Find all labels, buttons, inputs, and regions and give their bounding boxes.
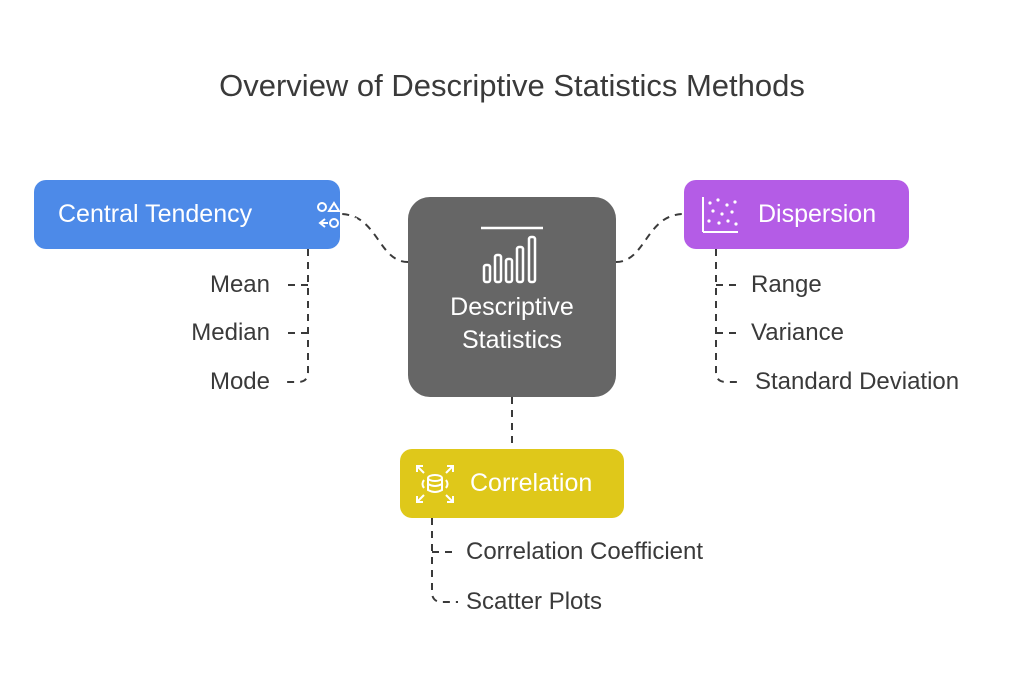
item-mean: Mean <box>209 271 270 298</box>
shapes-icon <box>316 200 362 230</box>
dispersion-node: Dispersion <box>684 180 909 249</box>
scatter-dots-icon <box>700 195 740 235</box>
branch-correlation <box>431 518 458 603</box>
central-tendency-node: Central Tendency <box>34 180 362 249</box>
correlation-label: Correlation <box>470 469 593 497</box>
center-label: Descriptive Statistics <box>450 293 574 354</box>
item-scatter-plots: Scatter Plots <box>466 588 603 615</box>
item-median: Median <box>191 319 270 346</box>
item-range: Range <box>751 271 822 298</box>
item-mode: Mode <box>209 368 270 395</box>
item-standard-deviation: Standard Deviation <box>755 368 960 395</box>
bar-chart-icon <box>479 225 545 285</box>
branch-dispersion <box>715 249 742 383</box>
central-tendency-label: Central Tendency <box>58 200 253 228</box>
dispersion-label: Dispersion <box>758 200 877 228</box>
diagram-title: Overview of Descriptive Statistics Metho… <box>219 68 805 103</box>
connector-central-tendency <box>339 213 409 263</box>
database-expand-icon <box>415 464 455 504</box>
connector-dispersion <box>615 213 685 263</box>
correlation-node: Correlation <box>400 449 624 518</box>
item-variance: Variance <box>751 319 844 346</box>
branch-central-tendency <box>286 249 309 383</box>
item-correlation-coefficient: Correlation Coefficient <box>466 538 704 565</box>
center-node: Descriptive Statistics <box>408 197 616 397</box>
